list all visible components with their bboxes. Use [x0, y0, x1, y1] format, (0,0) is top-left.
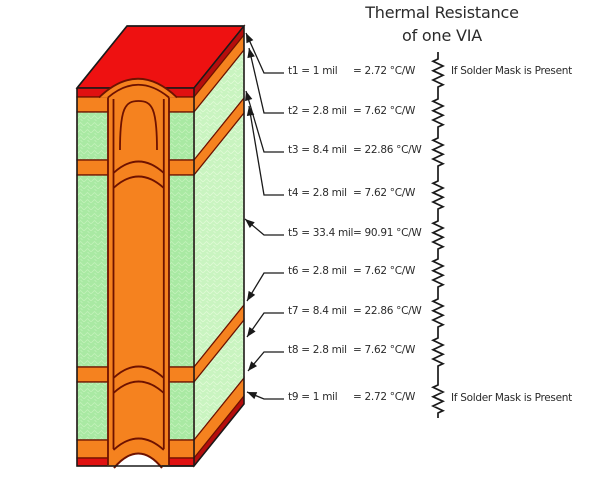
layer-thickness-t9: t9 = 1 mil — [288, 391, 338, 403]
layer-thickness-t1: t1 = 1 mil — [288, 65, 338, 77]
layer-label-t4: t4 = 2.8 mil = 7.62 °C/W — [288, 187, 438, 202]
layer-thickness-t6: t6 = 2.8 mil — [288, 265, 347, 277]
layer-thickness-t4: t4 = 2.8 mil — [288, 187, 347, 199]
leader-line-t9 — [246, 391, 284, 400]
pcb-stackup — [75, 24, 246, 469]
via-dome-outline — [98, 77, 178, 99]
layer-label-t7: t7 = 8.4 mil = 22.86 °C/W — [288, 305, 438, 320]
via-wall-lines — [107, 97, 170, 465]
layer-thickness-t3: t3 = 8.4 mil — [288, 144, 347, 156]
layer-thickness-t2: t2 = 2.8 mil — [288, 105, 347, 117]
layer-label-t1: t1 = 1 mil = 2.72 °C/W — [288, 65, 438, 80]
layer-resistance-t2: = 7.62 °C/W — [353, 105, 416, 117]
layer-resistance-t4: = 7.62 °C/W — [353, 187, 416, 199]
layer-thickness-t5: t5 = 33.4 mil — [288, 227, 354, 239]
layer-label-t8: t8 = 2.8 mil = 7.62 °C/W — [288, 344, 438, 359]
via-bottom-notch-arc — [113, 452, 163, 469]
layer-label-t9: t9 = 1 mil = 2.72 °C/W — [288, 391, 438, 406]
layer-label-t2: t2 = 2.8 mil = 7.62 °C/W — [288, 105, 438, 120]
leader-line-t8 — [247, 351, 284, 372]
layer-label-t3: t3 = 8.4 mil = 22.86 °C/W — [288, 144, 438, 159]
leader-line-t5 — [244, 218, 284, 236]
leader-line-t7 — [246, 312, 284, 338]
leader-line-t4 — [246, 105, 284, 196]
solder-mask-note-top: If Solder Mask is Present — [451, 65, 572, 77]
diagram-title: Thermal Resistance of one VIA — [352, 1, 532, 47]
via-layer-arcs — [112, 160, 165, 451]
side-face-layers — [193, 24, 245, 468]
layer-label-t6: t6 = 2.8 mil = 7.62 °C/W — [288, 265, 438, 280]
layer-resistance-t1: = 2.72 °C/W — [353, 65, 416, 77]
title-line2: of one VIA — [402, 26, 482, 46]
layer-resistance-t8: = 7.62 °C/W — [353, 344, 416, 356]
layer-resistance-t3: = 22.86 °C/W — [353, 144, 422, 156]
layer-resistance-t9: = 2.72 °C/W — [353, 391, 416, 403]
layer-thickness-t7: t7 = 8.4 mil — [288, 305, 347, 317]
layer-resistance-t5: = 90.91 °C/W — [353, 227, 422, 239]
via-dome-inner-arc — [107, 84, 170, 99]
leader-line-t6 — [246, 272, 284, 302]
via-hole-arch — [119, 100, 158, 151]
layer-resistance-t7: = 22.86 °C/W — [353, 305, 422, 317]
layer-thickness-t8: t8 = 2.8 mil — [288, 344, 347, 356]
outer-outline-bottom — [76, 88, 194, 467]
solder-mask-note-bottom: If Solder Mask is Present — [451, 392, 572, 404]
title-line1: Thermal Resistance — [365, 3, 519, 22]
leader-lines — [244, 32, 284, 400]
leader-line-t1 — [245, 32, 284, 74]
leader-line-t2 — [247, 47, 284, 114]
thermal-resistor-chain — [430, 52, 446, 418]
layer-resistance-t6: = 7.62 °C/W — [353, 265, 416, 277]
layer-label-t5: t5 = 33.4 mil= 90.91 °C/W — [288, 227, 438, 242]
via-barrel — [107, 95, 170, 466]
